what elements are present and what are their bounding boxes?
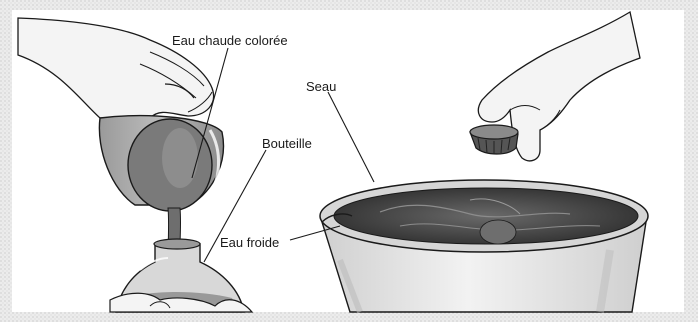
label-bottle: Bouteille [262, 137, 312, 150]
label-cold-water: Eau froide [220, 236, 279, 249]
label-hot-colored-water: Eau chaude colorée [172, 34, 288, 47]
label-bucket: Seau [306, 80, 336, 93]
bucket [320, 180, 648, 312]
